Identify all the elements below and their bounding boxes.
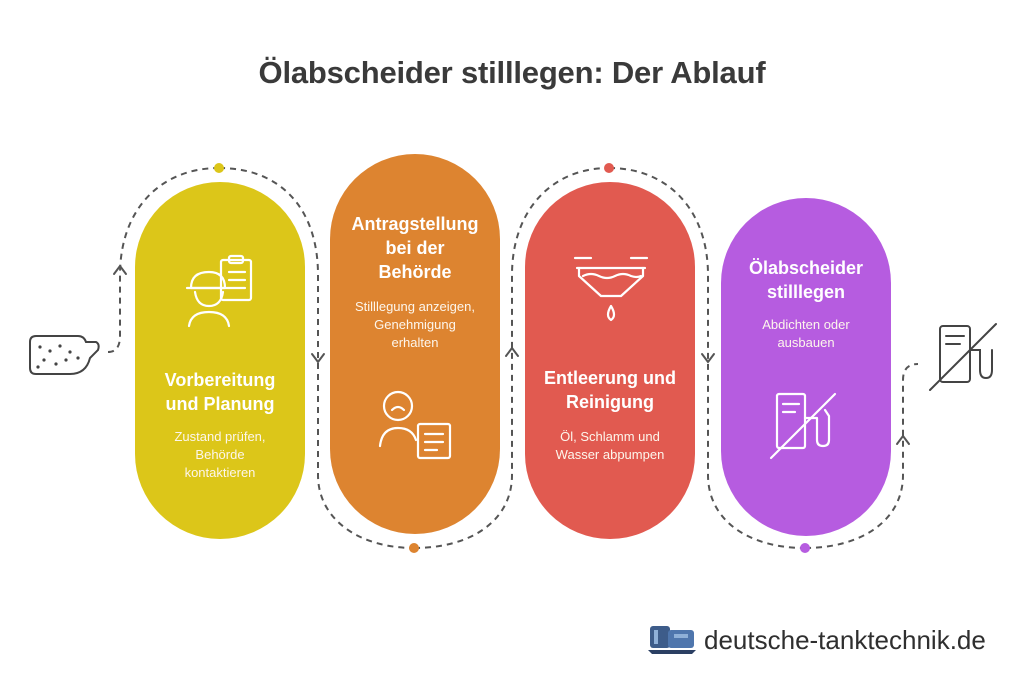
page-title: Ölabscheider stilllegen: Der Ablauf [258,55,766,90]
step-description: Stilllegung anzeigen, Genehmigung erhalt… [355,299,475,350]
tank-logo-icon [648,626,696,654]
step-description: Abdichten oder ausbauen [762,317,850,350]
step-card-preparation: Vorbereitung und Planung Zustand prüfen,… [135,182,305,539]
separator-drain-icon [573,256,649,322]
step-dot [604,163,614,173]
step-card-application: Antragstellung bei der Behörde Stilllegu… [330,154,500,534]
step-dot [409,543,419,553]
step-card-decommission: Ölabscheider stilllegen Abdichten oder a… [721,198,891,536]
step-heading: Entleerung und Reinigung [544,368,676,412]
arrow-down-icon [311,353,325,363]
step-description: Öl, Schlamm und Wasser abpumpen [555,429,665,462]
arrow-up-icon [505,347,519,357]
step-heading: Ölabscheider stilllegen [748,258,864,302]
step-heading: Vorbereitung und Planung [164,370,276,414]
person-document-icon [378,390,452,460]
step-heading: Antragstellung bei der Behörde [351,214,479,282]
crossed-out-fuel-pump-icon [929,323,997,391]
arrow-down-icon [701,353,715,363]
crossed-out-fuel-pump-icon [769,392,837,460]
arrow-up-icon [896,435,910,445]
oil-separator-tank-icon [29,335,100,375]
step-dot [800,543,810,553]
step-dot [214,163,224,173]
step-card-emptying: Entleerung und Reinigung Öl, Schlamm und… [525,182,695,539]
worker-clipboard-icon [185,254,253,328]
arrow-up-icon [113,265,127,275]
brand-name[interactable]: deutsche-tanktechnik.de [704,625,986,655]
step-description: Zustand prüfen, Behörde kontaktieren [174,429,266,480]
